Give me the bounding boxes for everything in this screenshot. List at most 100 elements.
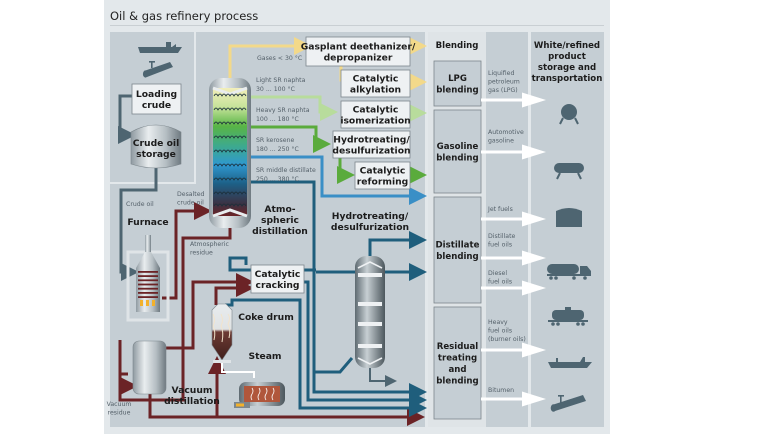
catalytic-cracking-box-frame [250, 264, 305, 294]
column-tray [213, 135, 247, 139]
pipe-to-hydrotreating-column [314, 357, 354, 374]
product-label: Bitumen [488, 387, 514, 394]
furnace-coil [138, 279, 158, 282]
gasplant-box-label: Gasplant deethanizer/depropanizer [301, 41, 416, 63]
pipe-coke-to-cracking [214, 279, 254, 305]
pipe-hydrotreating-bottom [369, 368, 397, 387]
steam-label: Steam [248, 351, 281, 362]
blending-unit-frame [433, 109, 482, 194]
bullet-tank-icon [554, 163, 584, 180]
blending-unit-frame [433, 60, 482, 107]
sphere-tank-icon [559, 104, 579, 125]
furnace-coil [138, 283, 158, 286]
coke-drum [211, 303, 233, 363]
hydrotreating-box-label: Hydrotreating/desulfurization [332, 134, 410, 156]
crude-oil-storage-tank [130, 124, 182, 169]
pipe-hydrotreating-to-reforming [337, 157, 355, 184]
hydrotreating-box[interactable]: Hydrotreating/desulfurization [332, 130, 411, 159]
pipe-light-naphtha [250, 95, 338, 121]
pipe-vacuum-residue [148, 392, 425, 426]
gasplant-box[interactable]: Gasplant deethanizer/depropanizer [301, 36, 416, 67]
furnace-coil [138, 271, 158, 273]
furnace-coil [138, 292, 158, 294]
gasplant-box-frame [305, 36, 411, 67]
pipe-crude-loading [118, 94, 136, 144]
furnace-coil [138, 296, 158, 298]
steam-heater [234, 382, 285, 408]
coke-drum-label: Coke drum [238, 312, 294, 323]
column-tray [213, 191, 247, 195]
column-trays [213, 93, 247, 207]
column-tray [213, 149, 247, 153]
loading-crude-box-frame [131, 83, 182, 115]
catalytic-alkylation-box-frame [340, 69, 411, 98]
pipe-hydrotreating-top [368, 231, 427, 258]
hydrotreating-column [355, 256, 385, 368]
furnace-label: Furnace [127, 217, 168, 228]
pipe-steam [221, 362, 255, 378]
pipe-coke-output [225, 298, 427, 417]
vacuum-distillation-vessel [132, 340, 167, 395]
rail-tank-car-icon [548, 307, 588, 326]
pipe-residue-to-vacuum [118, 340, 138, 395]
column-tray [213, 177, 247, 181]
furnace-coil [138, 287, 158, 290]
column-tray [213, 93, 247, 97]
pipe-heavy-naphtha [250, 125, 331, 153]
storage-tank-icon [556, 208, 582, 227]
column-tray [213, 107, 247, 111]
column-tray [213, 121, 247, 125]
catalytic-isomerization-box-frame [340, 100, 411, 129]
pipeline-icon [550, 395, 586, 412]
column-tray [213, 163, 247, 167]
tanker-ship-icon [138, 42, 182, 53]
pipe-middle-distillate [250, 180, 427, 401]
pipeline-icon [142, 61, 173, 78]
product-label: Jet fuels [487, 206, 513, 213]
pipe-kerosene [250, 155, 427, 205]
column-tray [213, 203, 247, 207]
furnace [126, 235, 170, 322]
pipe-vacuum-to-cracking-1 [166, 273, 254, 350]
furnace-coil [138, 275, 158, 277]
pipe-cracking-output [304, 280, 427, 409]
fraction-label: Gases < 30 °C [257, 54, 302, 62]
product-label-panel [486, 32, 528, 427]
blending-unit-frame [433, 306, 482, 420]
hydrotreating-box-frame [332, 130, 411, 159]
blending-unit-frame [433, 196, 482, 304]
page-title: Oil & gas refinery process [110, 9, 259, 23]
furnace-coils [138, 271, 158, 298]
